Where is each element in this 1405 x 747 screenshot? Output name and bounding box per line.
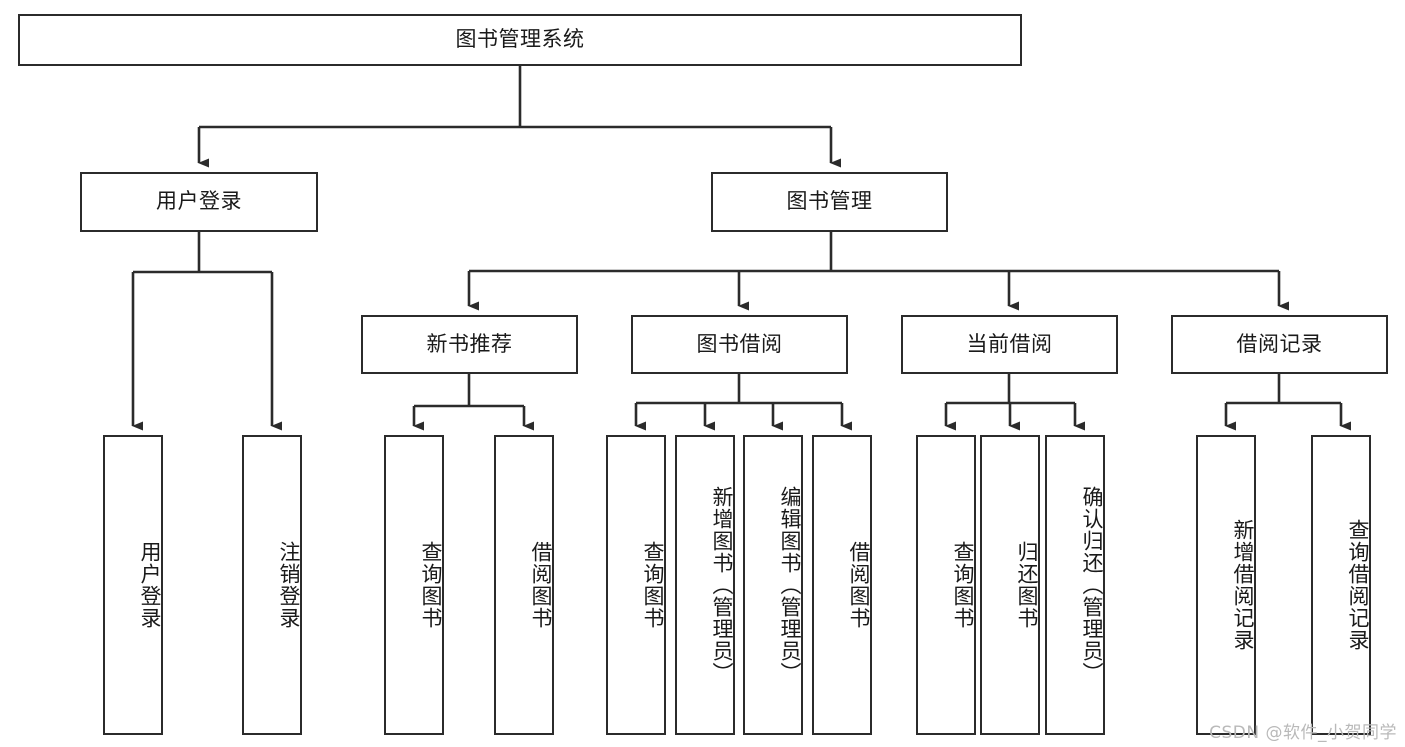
node-label: 归还图书 [1015, 541, 1039, 629]
node-root-book-management-system[interactable]: 图书管理系统 [18, 14, 1022, 66]
leaf-current-borrow-confirm-return-admin[interactable]: 确认归还（管理员） [1045, 435, 1105, 735]
node-current-borrow[interactable]: 当前借阅 [901, 315, 1118, 374]
node-label: 注销登录 [277, 541, 301, 629]
node-book-borrow[interactable]: 图书借阅 [631, 315, 848, 374]
node-label: 图书管理 [786, 189, 873, 214]
leaf-current-borrow-query-book[interactable]: 查询图书 [916, 435, 976, 735]
node-label: 借阅图书 [847, 541, 871, 629]
node-book-management[interactable]: 图书管理 [711, 172, 948, 232]
node-label: 图书管理系统 [455, 27, 585, 52]
node-label: 编辑图书（管理员） [778, 486, 802, 684]
leaf-book-borrow-query-book[interactable]: 查询图书 [606, 435, 666, 735]
node-label: 用户登录 [138, 541, 162, 629]
leaf-new-book-borrow-book[interactable]: 借阅图书 [494, 435, 554, 735]
node-label: 借阅图书 [529, 541, 553, 629]
node-new-book-recommend[interactable]: 新书推荐 [361, 315, 578, 374]
leaf-book-borrow-add-book-admin[interactable]: 新增图书（管理员） [675, 435, 735, 735]
node-label: 新增借阅记录 [1231, 519, 1255, 651]
node-label: 图书借阅 [696, 331, 783, 356]
node-label: 新增图书（管理员） [710, 486, 734, 684]
node-label: 查询图书 [641, 541, 665, 629]
leaf-book-borrow-edit-book-admin[interactable]: 编辑图书（管理员） [743, 435, 803, 735]
leaf-borrow-record-add-record[interactable]: 新增借阅记录 [1196, 435, 1256, 735]
node-label: 用户登录 [156, 189, 242, 214]
leaf-borrow-record-query-record[interactable]: 查询借阅记录 [1311, 435, 1371, 735]
node-label: 查询图书 [951, 541, 975, 629]
node-borrow-record[interactable]: 借阅记录 [1171, 315, 1388, 374]
node-label: 新书推荐 [426, 331, 513, 356]
node-label: 确认归还（管理员） [1080, 486, 1104, 684]
csdn-watermark: CSDN @软件_小贺同学 [1209, 723, 1397, 743]
leaf-new-book-query-book[interactable]: 查询图书 [384, 435, 444, 735]
leaf-user-login-login[interactable]: 用户登录 [103, 435, 163, 735]
leaf-book-borrow-borrow-book[interactable]: 借阅图书 [812, 435, 872, 735]
node-user-login[interactable]: 用户登录 [80, 172, 318, 232]
node-label: 查询图书 [419, 541, 443, 629]
leaf-current-borrow-return-book[interactable]: 归还图书 [980, 435, 1040, 735]
node-label: 查询借阅记录 [1346, 519, 1370, 651]
node-label: 借阅记录 [1236, 331, 1323, 356]
node-label: 当前借阅 [966, 331, 1053, 356]
leaf-user-login-logout[interactable]: 注销登录 [242, 435, 302, 735]
